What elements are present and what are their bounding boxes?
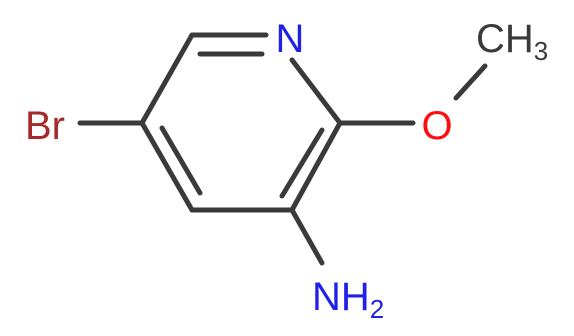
bond-c4-c5-inner [159,125,203,196]
bond-c2-c3-single [289,120,343,213]
atom-ch3-label: CH3 [476,17,548,66]
atom-ch3-subscript: 3 [534,36,548,66]
bond-c2-c3-inner [279,127,325,199]
atom-labels: N O Br CH3 NH2 [25,17,548,324]
atom-n-label: N [276,17,305,61]
bond-c5-c6-single [139,32,195,126]
bond-c4-c5-single [139,120,195,213]
bond-o-ch3 [453,63,488,101]
bond-n-c2-single [289,57,343,126]
atom-ch3-symbol: CH [476,17,534,61]
bonds [77,32,488,266]
atom-br-label: Br [25,104,65,148]
bond-c3-nh2 [289,207,325,266]
atom-nh2-symbol: NH [312,275,370,319]
atom-nh2-subscript: 2 [370,294,384,324]
atom-nh2-label: NH2 [312,275,384,324]
atom-o-label: O [421,104,452,148]
